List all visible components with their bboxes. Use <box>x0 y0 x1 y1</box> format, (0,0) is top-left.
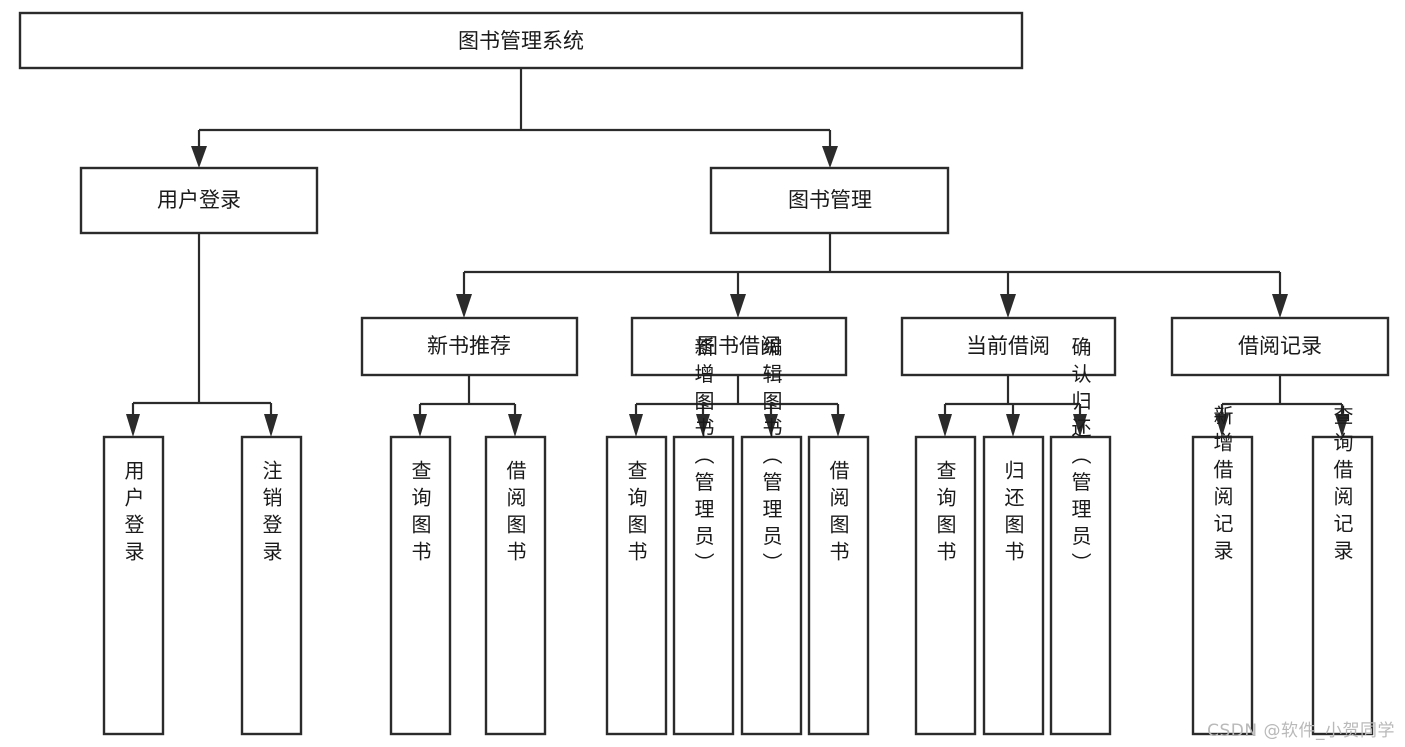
node-root[interactable]: 图书管理系统 <box>18 11 1024 70</box>
leaf-query-book-2-label: 查询图书 <box>624 460 648 568</box>
leaf-query-book-3-label: 查询图书 <box>933 460 957 568</box>
leaf-node-borrow-book-2[interactable]: 借阅图书 <box>807 435 870 736</box>
leaf-add-book-box[interactable] <box>672 435 735 736</box>
connector-layer <box>126 68 1349 437</box>
leaf-add-book-label: 新增图书（管理员） <box>691 336 715 579</box>
node-book-borrow-box[interactable] <box>630 316 848 377</box>
leaf-add-record-box[interactable] <box>1191 435 1254 736</box>
leaf-edit-book-label: 编辑图书（管理员） <box>759 336 783 579</box>
leaf-borrow-book-2-box[interactable] <box>807 435 870 736</box>
arrow-head-leaf-query-record <box>1335 414 1349 437</box>
leaf-node-add-record[interactable]: 新增借阅记录 <box>1191 405 1254 736</box>
leaf-query-book-1-label: 查询图书 <box>408 460 432 568</box>
leaf-node-user-login[interactable]: 用户登录 <box>102 435 165 736</box>
leaf-return-book-label: 归还图书 <box>1001 460 1025 568</box>
leaf-node-query-book-2[interactable]: 查询图书 <box>605 435 668 736</box>
arrow-head-leaf-borrow-book-1 <box>508 414 522 437</box>
arrow-head-leaf-add-record <box>1215 414 1229 437</box>
arrow-head-leaf-borrow-book-2 <box>831 414 845 437</box>
node-borrow-record[interactable]: 借阅记录 <box>1170 316 1390 377</box>
node-current-borrow-box[interactable] <box>900 316 1117 377</box>
csdn-watermark: CSDN @软件_小贺同学 <box>1207 721 1395 741</box>
leaf-query-book-3-box[interactable] <box>914 435 977 736</box>
node-new-book-recommend-box[interactable] <box>360 316 579 377</box>
arrow-head-leaf-edit-book <box>764 414 778 437</box>
node-book-management[interactable]: 图书管理 <box>709 166 950 235</box>
node-user-login[interactable]: 用户登录 <box>79 166 319 235</box>
leaf-node-query-book-1[interactable]: 查询图书 <box>389 435 452 736</box>
arrow-head-leaf-user-logout <box>264 414 278 437</box>
leaf-confirm-return-label: 确认归还（管理员） <box>1068 336 1092 579</box>
leaf-user-login-box[interactable] <box>102 435 165 736</box>
node-borrow-record-box[interactable] <box>1170 316 1390 377</box>
arrow-head-new-book-recommend <box>456 294 472 318</box>
node-borrow-record-label: 借阅记录 <box>1238 334 1322 358</box>
leaf-node-add-book[interactable]: 新增图书（管理员） <box>672 336 735 736</box>
leaf-query-record-box[interactable] <box>1311 435 1374 736</box>
node-current-borrow-label: 当前借阅 <box>966 334 1050 358</box>
leaf-user-login-label: 用户登录 <box>121 460 145 568</box>
leaf-borrow-book-1-box[interactable] <box>484 435 547 736</box>
leaf-borrow-book-2-label: 借阅图书 <box>826 460 850 568</box>
arrow-head-book-management <box>822 146 838 168</box>
leaf-query-record-label: 查询借阅记录 <box>1330 405 1354 567</box>
leaf-borrow-book-1-label: 借阅图书 <box>503 460 527 568</box>
arrow-head-book-borrow <box>730 294 746 318</box>
leaf-query-book-2-box[interactable] <box>605 435 668 736</box>
node-root-label: 图书管理系统 <box>458 29 584 53</box>
arrow-head-current-borrow <box>1000 294 1016 318</box>
leaf-node-borrow-book-1[interactable]: 借阅图书 <box>484 435 547 736</box>
node-user-login-label: 用户登录 <box>157 188 241 212</box>
leaf-node-confirm-return[interactable]: 确认归还（管理员） <box>1049 336 1112 736</box>
arrow-head-borrow-record <box>1272 294 1288 318</box>
node-new-book-recommend-label: 新书推荐 <box>427 334 511 358</box>
arrow-head-leaf-query-book-1 <box>413 414 427 437</box>
node-user-login-box[interactable] <box>79 166 319 235</box>
leaf-node-query-book-3[interactable]: 查询图书 <box>914 435 977 736</box>
arrow-head-leaf-query-book-3 <box>938 414 952 437</box>
leaf-node-edit-book[interactable]: 编辑图书（管理员） <box>740 336 803 736</box>
arrow-head-user-login <box>191 146 207 168</box>
leaf-node-query-record[interactable]: 查询借阅记录 <box>1311 405 1374 736</box>
leaf-confirm-return-box[interactable] <box>1049 435 1112 736</box>
node-book-borrow-label: 图书借阅 <box>697 334 781 358</box>
leaf-user-logout-box[interactable] <box>240 435 303 736</box>
arrow-head-leaf-query-book-2 <box>629 414 643 437</box>
leaf-query-book-1-box[interactable] <box>389 435 452 736</box>
node-current-borrow[interactable]: 当前借阅 <box>900 316 1117 377</box>
node-new-book-recommend[interactable]: 新书推荐 <box>360 316 579 377</box>
leaf-node-user-logout[interactable]: 注销登录 <box>240 435 303 736</box>
leaf-return-book-box[interactable] <box>982 435 1045 736</box>
node-book-management-box[interactable] <box>709 166 950 235</box>
leaf-add-record-label: 新增借阅记录 <box>1210 405 1234 567</box>
node-book-borrow[interactable]: 图书借阅 <box>630 316 848 377</box>
arrow-head-leaf-user-login <box>126 414 140 437</box>
arrow-head-leaf-add-book <box>696 414 710 437</box>
leaf-edit-book-box[interactable] <box>740 435 803 736</box>
node-root-box[interactable] <box>18 11 1024 70</box>
arrow-head-leaf-return-book <box>1006 414 1020 437</box>
leaf-user-logout-label: 注销登录 <box>259 460 283 568</box>
leaf-node-return-book[interactable]: 归还图书 <box>982 435 1045 736</box>
arrow-head-leaf-confirm-return <box>1073 414 1087 437</box>
node-book-management-label: 图书管理 <box>788 188 872 212</box>
